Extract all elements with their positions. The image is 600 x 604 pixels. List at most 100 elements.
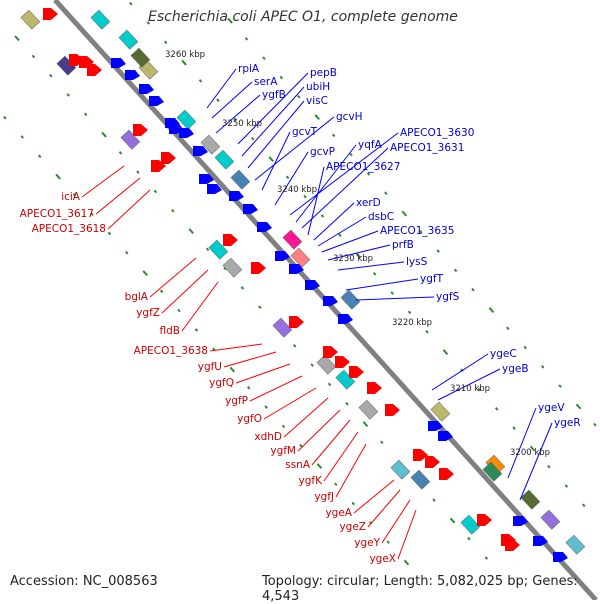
tick-mark-26	[49, 73, 53, 78]
forward-gene-arrow-20	[151, 160, 166, 172]
forward-gene-arrow-12	[367, 382, 382, 394]
feature-block-9	[282, 229, 303, 250]
tick-mark-7	[125, 250, 129, 255]
forward-gene-arrow-14	[413, 449, 428, 461]
tick-mark-35	[205, 247, 210, 252]
reverse-gene-arrow-0	[111, 58, 126, 68]
leader-line-ygeB	[437, 368, 501, 401]
tick-mark-44	[362, 421, 369, 427]
reverse-gene-arrow-10	[289, 264, 304, 274]
tick-mark-31	[136, 170, 140, 174]
tick-marks	[3, 1, 597, 566]
feature-block-13	[340, 289, 361, 310]
reverse-gene-arrow-9	[275, 251, 290, 261]
tick-mark-64	[338, 233, 342, 237]
tick-mark-48	[432, 498, 436, 502]
reverse-gene-arrow-1	[125, 70, 140, 80]
gene-label-gcvP: gcvP	[310, 146, 335, 158]
leader-line-prfB	[327, 244, 391, 261]
leader-line-ygeC	[431, 353, 489, 391]
reverse-gene-arrow-12	[323, 296, 338, 306]
tick-mark-25	[31, 54, 36, 59]
tick-mark-100	[593, 422, 597, 427]
scale-label-4: 3220 kbp	[392, 318, 432, 328]
gene-label-ygfQ: ygfQ	[209, 377, 234, 389]
tick-mark-14	[246, 386, 251, 390]
leader-line-ygfQ	[235, 363, 291, 384]
tick-mark-50	[467, 536, 471, 541]
tick-mark-65	[355, 252, 362, 259]
feature-block-24	[460, 514, 481, 535]
gene-label-ygfJ: ygfJ	[314, 491, 334, 503]
feature-block-7	[230, 169, 251, 190]
tick-mark-24	[14, 35, 20, 42]
gene-label-ygfP: ygfP	[225, 395, 248, 407]
reverse-gene-arrow-20	[207, 184, 222, 194]
reverse-gene-arrow-13	[338, 314, 353, 324]
feature-block-25	[565, 534, 586, 555]
gene-label-ygeY: ygeY	[354, 537, 380, 549]
leader-line-ygfP	[249, 375, 303, 402]
leader-line-ygeV	[507, 407, 537, 479]
forward-gene-arrow-19	[505, 539, 520, 551]
tick-mark-16	[281, 424, 286, 429]
scale-label-2: 3240 kbp	[277, 185, 317, 195]
tick-mark-23	[403, 559, 410, 566]
gene-label-yqfA: yqfA	[358, 139, 383, 151]
gene-label-ssnA: ssnA	[285, 459, 311, 471]
gene-label-APECO1_3627: APECO1_3627	[326, 161, 400, 173]
leader-line-xerD	[313, 202, 355, 241]
forward-gene-arrow-6	[223, 234, 238, 246]
gene-label-ygeB: ygeB	[502, 363, 529, 375]
leader-line-ygfK	[323, 431, 359, 482]
gene-label-ygeR: ygeR	[554, 417, 581, 429]
leader-line-visC	[247, 100, 305, 169]
gene-label-ygfB: ygfB	[262, 89, 286, 101]
tick-mark-66	[372, 272, 377, 276]
feature-block-28	[390, 459, 411, 480]
gene-label-iciA: iciA	[61, 191, 81, 203]
tick-mark-61	[285, 175, 290, 180]
gene-label-bglA: bglA	[125, 291, 149, 303]
gene-label-gcvT: gcvT	[292, 126, 318, 138]
tick-mark-76	[547, 464, 551, 469]
gene-label-ygeA: ygeA	[325, 507, 352, 519]
tick-mark-13	[229, 366, 236, 373]
gene-label-ygfU: ygfU	[198, 361, 222, 373]
gene-label-APECO1_3638: APECO1_3638	[134, 345, 208, 357]
tick-mark-58	[233, 117, 238, 122]
feature-block-5	[200, 134, 221, 155]
tick-mark-60	[268, 156, 274, 163]
tick-mark-79	[227, 17, 233, 24]
feature-block-27	[90, 9, 111, 30]
reverse-gene-arrow-22	[165, 118, 180, 128]
tick-mark-78	[582, 503, 586, 508]
tick-mark-84	[314, 114, 320, 121]
tick-mark-36	[223, 266, 227, 271]
genome-title: Escherichia coli APEC O1, complete genom…	[148, 9, 458, 25]
feature-block-15	[316, 354, 337, 375]
leader-line-bglA	[149, 257, 197, 298]
tick-mark-72	[477, 387, 481, 392]
gene-label-APECO1_3631: APECO1_3631	[390, 142, 464, 154]
forward-gene-arrow-9	[323, 346, 338, 358]
gene-labels: rpiAserAygfBpepBubiHvisCgcvHgcvTgcvPAPEC…	[20, 63, 581, 565]
tick-mark-22	[386, 540, 390, 544]
label-leader-lines	[81, 68, 553, 560]
tick-mark-83	[297, 94, 301, 99]
leader-line-ubiH	[241, 86, 305, 157]
forward-gene-arrow-17	[477, 514, 492, 526]
feature-block-6	[214, 149, 235, 170]
feature-block-21	[520, 489, 541, 510]
gene-label-lysS: lysS	[406, 256, 428, 268]
tick-mark-90	[418, 230, 423, 234]
tick-mark-29	[101, 131, 107, 138]
gene-label-xerD: xerD	[356, 197, 381, 209]
forward-gene-arrow-8	[289, 316, 304, 328]
tick-mark-40	[292, 344, 297, 348]
gene-label-APECO1_3618: APECO1_3618	[32, 223, 106, 235]
tick-mark-19	[334, 482, 338, 487]
scale-label-5: 3210 kbp	[450, 384, 490, 394]
